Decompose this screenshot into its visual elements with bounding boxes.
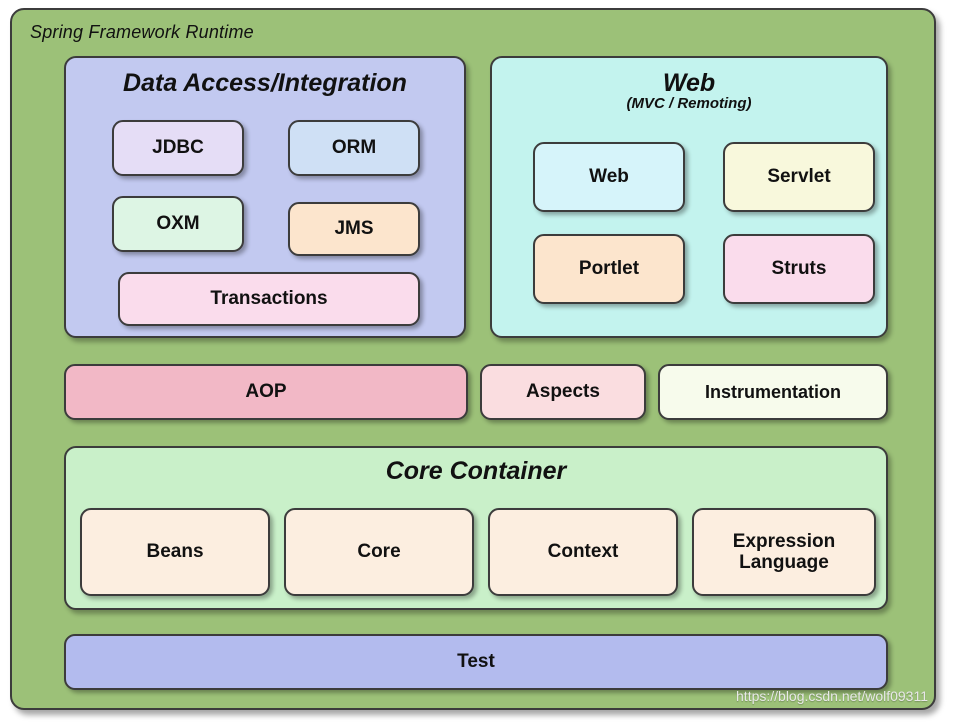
spring-framework-runtime-container: Spring Framework Runtime Data Access/Int… xyxy=(10,8,936,710)
module-context-label: Context xyxy=(547,541,619,563)
module-oxm[interactable]: OXM xyxy=(112,196,244,252)
panel-data-access-integration: Data Access/Integration JDBC ORM OXM JMS… xyxy=(64,56,466,338)
module-beans[interactable]: Beans xyxy=(80,508,270,596)
module-oxm-label: OXM xyxy=(156,213,200,235)
module-jdbc-label: JDBC xyxy=(152,137,204,159)
module-web-label: Web xyxy=(589,166,629,188)
module-context[interactable]: Context xyxy=(488,508,678,596)
module-beans-label: Beans xyxy=(146,541,204,563)
module-expression-language-label: Expression Language xyxy=(732,530,836,573)
module-web[interactable]: Web xyxy=(533,142,685,212)
module-test-label: Test xyxy=(457,651,495,673)
module-struts-label: Struts xyxy=(771,258,827,280)
module-transactions[interactable]: Transactions xyxy=(118,272,420,326)
module-orm[interactable]: ORM xyxy=(288,120,420,176)
module-jms[interactable]: JMS xyxy=(288,202,420,256)
module-core[interactable]: Core xyxy=(284,508,474,596)
module-struts[interactable]: Struts xyxy=(723,234,875,304)
module-aspects-label: Aspects xyxy=(526,381,600,403)
module-instrumentation[interactable]: Instrumentation xyxy=(658,364,888,420)
panel-web: Web (MVC / Remoting) Web Servlet Portlet… xyxy=(490,56,888,338)
module-orm-label: ORM xyxy=(331,137,377,159)
module-jdbc[interactable]: JDBC xyxy=(112,120,244,176)
module-aspects[interactable]: Aspects xyxy=(480,364,646,420)
panel-title-web: Web xyxy=(662,69,716,97)
module-jms-label: JMS xyxy=(334,218,374,240)
module-portlet[interactable]: Portlet xyxy=(533,234,685,304)
watermark: https://blog.csdn.net/wolf09311 xyxy=(736,688,928,704)
panel-core-container: Core Container Beans Core Context Expres… xyxy=(64,446,888,610)
module-aop[interactable]: AOP xyxy=(64,364,468,420)
panel-title-core-container: Core Container xyxy=(385,457,567,485)
module-portlet-label: Portlet xyxy=(578,258,640,280)
module-servlet[interactable]: Servlet xyxy=(723,142,875,212)
module-expression-language[interactable]: Expression Language xyxy=(692,508,876,596)
panel-subtitle-web: (MVC / Remoting) xyxy=(626,95,752,113)
panel-title-data-access: Data Access/Integration xyxy=(123,69,407,97)
module-aop-label: AOP xyxy=(245,381,287,403)
module-core-label: Core xyxy=(357,541,401,563)
module-transactions-label: Transactions xyxy=(210,288,328,310)
module-test[interactable]: Test xyxy=(64,634,888,690)
runtime-title: Spring Framework Runtime xyxy=(30,22,254,42)
module-servlet-label: Servlet xyxy=(767,166,831,188)
module-instrumentation-label: Instrumentation xyxy=(704,381,841,402)
